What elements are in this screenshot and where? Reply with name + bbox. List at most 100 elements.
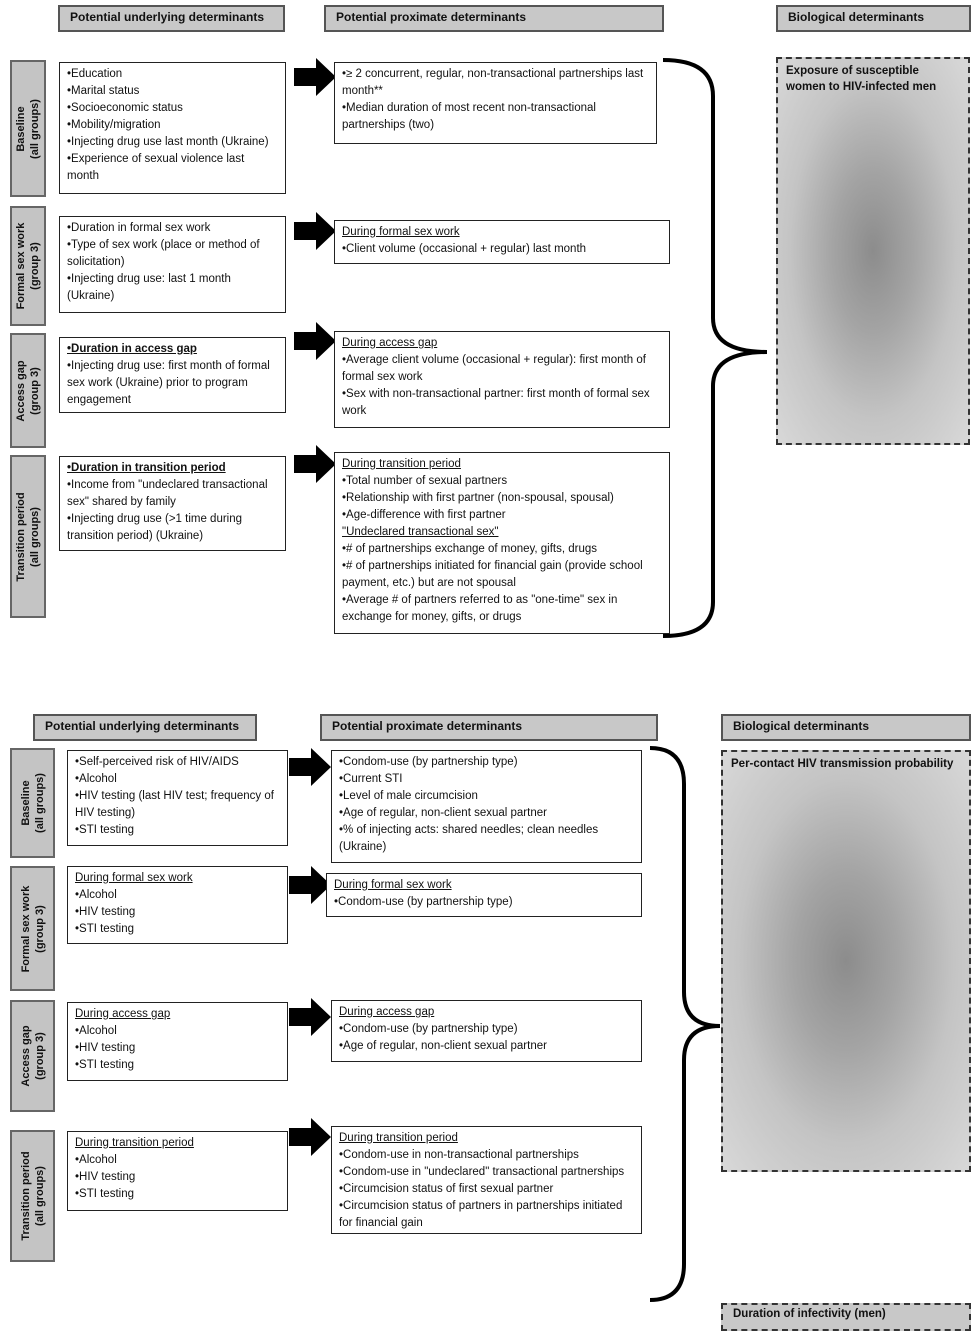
bio-label: Per-contact HIV transmission probability bbox=[731, 758, 954, 770]
list-item: •Relationship with first partner (non-sp… bbox=[342, 492, 614, 504]
side-label-line: Baseline bbox=[15, 105, 27, 152]
list-item: •Median duration of most recent non-tran… bbox=[342, 102, 596, 131]
list-item: •Circumcision status of partners in part… bbox=[339, 1200, 623, 1229]
list-item: •Condom-use in "undeclared" transactiona… bbox=[339, 1166, 625, 1178]
list-item: •Sex with non-transactional partner: fir… bbox=[342, 388, 650, 417]
list-item: •Condom-use in non-transactional partner… bbox=[339, 1149, 579, 1161]
list-item: •Duration in formal sex work bbox=[67, 222, 211, 234]
list-item: •Condom-use (by partnership type) bbox=[339, 1023, 518, 1035]
side-label-line: (group 3) bbox=[33, 904, 46, 953]
side-label-line: Baseline bbox=[19, 780, 32, 826]
bio-label: Exposure of susceptible women to HIV-inf… bbox=[786, 65, 937, 93]
list-item: •Client volume (occasional + regular) la… bbox=[342, 243, 587, 255]
list-item: •Alcohol bbox=[75, 773, 117, 785]
underlying-box-formal-sex-work: During formal sex work •Alcohol •HIV tes… bbox=[67, 866, 288, 944]
list-item: •Self-perceived risk of HIV/AIDS bbox=[75, 756, 239, 768]
list-item: •Condom-use (by partnership type) bbox=[334, 896, 513, 908]
biological-box-transmission: Per-contact HIV transmission probability bbox=[721, 750, 971, 1172]
biological-box-exposure: Exposure of susceptible women to HIV-inf… bbox=[776, 57, 970, 445]
side-label-formal-sex-work: Formal sex work(group 3) bbox=[10, 206, 46, 326]
right-arrow-icon bbox=[294, 212, 336, 250]
side-label-line: Transition period bbox=[15, 491, 27, 582]
list-item: •HIV testing bbox=[75, 1171, 136, 1183]
list-item: •Current STI bbox=[339, 773, 403, 785]
underlying-box-formal-sex-work: •Duration in formal sex work •Type of se… bbox=[59, 216, 286, 313]
right-arrow-icon bbox=[289, 866, 331, 904]
side-label-line: (group 3) bbox=[33, 1032, 46, 1080]
list-item: •Alcohol bbox=[75, 1154, 117, 1166]
side-label-access-gap: Access gap(group 3) bbox=[10, 1000, 55, 1112]
list-item: •≥ 2 concurrent, regular, non-transactio… bbox=[342, 68, 644, 97]
list-item: •Total number of sexual partners bbox=[342, 475, 508, 487]
list-item: •# of partnerships initiated for financi… bbox=[342, 560, 643, 589]
side-label-line: (group 3) bbox=[29, 366, 41, 415]
side-label-line: Formal sex work bbox=[15, 222, 27, 310]
underlying-box-transition-period: •Duration in transition period •Income f… bbox=[59, 456, 286, 551]
list-item: •# of partnerships exchange of money, gi… bbox=[342, 543, 598, 555]
box-heading: •Duration in access gap bbox=[67, 343, 197, 355]
header-biological-bottom: Biological determinants bbox=[721, 714, 971, 741]
list-item: •STI testing bbox=[75, 824, 134, 836]
proximate-box-access-gap: During access gap •Condom-use (by partne… bbox=[331, 1000, 642, 1062]
box-heading: During transition period bbox=[342, 458, 461, 470]
list-item: •Injecting drug use last month (Ukraine) bbox=[67, 136, 269, 148]
side-label-transition-period: Transition period(all groups) bbox=[10, 1130, 55, 1262]
underlying-box-baseline: •Education •Marital status •Socioeconomi… bbox=[59, 62, 286, 194]
proximate-box-transition-period: During transition period •Total number o… bbox=[334, 452, 670, 634]
right-curly-brace-icon bbox=[662, 58, 768, 638]
side-label-transition-period: Transition period(all groups) bbox=[10, 455, 46, 618]
side-label-line: Formal sex work bbox=[19, 885, 32, 972]
list-item: •Socioeconomic status bbox=[67, 102, 183, 114]
right-arrow-icon bbox=[294, 58, 336, 96]
header-proximate-top: Potential proximate determinants bbox=[324, 5, 664, 32]
list-item: •Level of male circumcision bbox=[339, 790, 478, 802]
side-label-line: (all groups) bbox=[33, 1166, 46, 1226]
box-heading: During formal sex work bbox=[342, 226, 460, 238]
list-item: •STI testing bbox=[75, 923, 134, 935]
bio-label: Duration of infectivity (men) bbox=[733, 1308, 886, 1320]
side-label-baseline: Baseline(all groups) bbox=[10, 748, 55, 858]
side-label-line: (all groups) bbox=[33, 773, 46, 833]
list-item: •Circumcision status of first sexual par… bbox=[339, 1183, 554, 1195]
side-label-access-gap: Access gap(group 3) bbox=[10, 333, 46, 448]
list-item: •Marital status bbox=[67, 85, 140, 97]
proximate-box-formal-sex-work: During formal sex work •Condom-use (by p… bbox=[326, 873, 642, 917]
box-subheading: "Undeclared transactional sex" bbox=[342, 526, 499, 538]
list-item: •Age-difference with first partner bbox=[342, 509, 506, 521]
list-item: •Education bbox=[67, 68, 123, 80]
list-item: •Condom-use (by partnership type) bbox=[339, 756, 518, 768]
side-label-line: (all groups) bbox=[29, 98, 41, 159]
side-label-line: Access gap bbox=[19, 1025, 32, 1087]
side-label-baseline: Baseline(all groups) bbox=[10, 60, 46, 197]
right-arrow-icon bbox=[289, 998, 331, 1036]
list-item: •Income from "undeclared transactional s… bbox=[67, 479, 268, 508]
right-arrow-icon bbox=[294, 322, 336, 360]
header-underlying-bottom: Potential underlying determinants bbox=[33, 714, 257, 741]
right-arrow-icon bbox=[289, 748, 331, 786]
underlying-box-access-gap: During access gap •Alcohol •HIV testing … bbox=[67, 1002, 288, 1081]
proximate-box-baseline: •Condom-use (by partnership type) •Curre… bbox=[331, 750, 642, 863]
list-item: •Age of regular, non-client sexual partn… bbox=[339, 807, 547, 819]
list-item: •Mobility/migration bbox=[67, 119, 161, 131]
list-item: •Type of sex work (place or method of so… bbox=[67, 239, 260, 268]
header-biological-top: Biological determinants bbox=[776, 5, 971, 32]
right-arrow-icon bbox=[294, 445, 336, 483]
list-item: •Injecting drug use (>1 time during tran… bbox=[67, 513, 243, 542]
list-item: •Injecting drug use: last 1 month (Ukrai… bbox=[67, 273, 231, 302]
side-label-line: Transition period bbox=[19, 1151, 32, 1241]
box-heading: During formal sex work bbox=[75, 872, 193, 884]
list-item: •Injecting drug use: first month of form… bbox=[67, 360, 270, 406]
list-item: •% of injecting acts: shared needles; cl… bbox=[339, 824, 599, 853]
box-heading: During formal sex work bbox=[334, 879, 452, 891]
proximate-box-access-gap: During access gap •Average client volume… bbox=[334, 331, 670, 428]
proximate-box-formal-sex-work: During formal sex work •Client volume (o… bbox=[334, 220, 670, 264]
list-item: •STI testing bbox=[75, 1059, 134, 1071]
box-heading: •Duration in transition period bbox=[67, 462, 226, 474]
proximate-box-transition-period: During transition period •Condom-use in … bbox=[331, 1126, 642, 1234]
side-label-line: (group 3) bbox=[29, 242, 41, 290]
right-curly-brace-icon bbox=[649, 746, 721, 1302]
list-item: •STI testing bbox=[75, 1188, 134, 1200]
box-heading: During transition period bbox=[339, 1132, 458, 1144]
list-item: •HIV testing bbox=[75, 1042, 136, 1054]
underlying-box-transition-period: During transition period •Alcohol •HIV t… bbox=[67, 1131, 288, 1211]
